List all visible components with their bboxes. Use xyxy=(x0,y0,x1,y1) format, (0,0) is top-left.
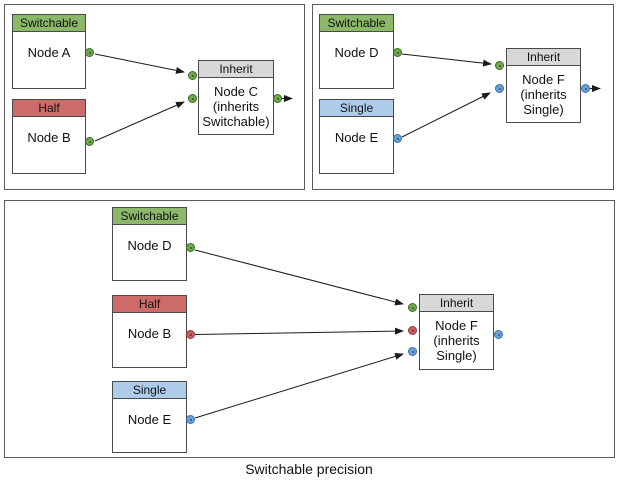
bottom-node-f-input-port-blue-icon xyxy=(408,347,417,356)
bottom-node-e-title: Node E xyxy=(127,412,172,427)
node-c-input-port-1-icon xyxy=(188,71,197,80)
node-e-header: Single xyxy=(320,100,393,117)
node-c-header: Inherit xyxy=(199,61,273,78)
node-c-input-port-2-icon xyxy=(188,94,197,103)
bottom-node-b-title: Node B xyxy=(127,326,172,341)
node-f-subtitle: (inherits Single) xyxy=(520,86,567,117)
node-a: Switchable Node A xyxy=(12,14,86,89)
bottom-node-d: Switchable Node D xyxy=(112,207,187,281)
bottom-node-f-header: Inherit xyxy=(420,295,493,312)
node-e: Single Node E xyxy=(319,99,394,174)
node-d-output-port-icon xyxy=(393,48,402,57)
node-f-input-port-blue-icon xyxy=(495,84,504,93)
panel-bottom xyxy=(4,200,615,458)
bottom-node-e-output-port-icon xyxy=(186,415,195,424)
node-d-title: Node D xyxy=(334,45,379,60)
figure-caption: Switchable precision xyxy=(245,461,373,477)
bottom-node-f-subtitle: (inherits Single) xyxy=(433,333,480,363)
node-e-title: Node E xyxy=(334,130,379,145)
node-b-title: Node B xyxy=(27,130,71,145)
node-e-output-port-icon xyxy=(393,134,402,143)
bottom-node-b-header: Half xyxy=(113,296,186,313)
bottom-node-f-output-port-icon xyxy=(494,330,503,339)
node-f-output-port-icon xyxy=(581,84,590,93)
bottom-node-d-header: Switchable xyxy=(113,208,186,225)
node-f: Inherit Node F (inherits Single) xyxy=(506,48,581,123)
node-d: Switchable Node D xyxy=(319,14,394,89)
bottom-node-d-title: Node D xyxy=(127,238,172,253)
node-f-input-port-green-icon xyxy=(495,61,504,70)
node-b-output-port-icon xyxy=(85,137,94,146)
bottom-node-d-output-port-icon xyxy=(186,243,195,252)
bottom-node-f: Inherit Node F (inherits Single) xyxy=(419,294,494,370)
node-a-output-port-icon xyxy=(85,48,94,57)
node-f-title: Node F xyxy=(522,71,565,87)
node-a-header: Switchable xyxy=(13,15,85,32)
node-c-title: Node C xyxy=(213,83,259,99)
node-b: Half Node B xyxy=(12,99,86,174)
bottom-node-f-input-port-green-icon xyxy=(408,303,417,312)
node-a-title: Node A xyxy=(27,45,71,60)
bottom-node-b: Half Node B xyxy=(112,295,187,368)
node-f-header: Inherit xyxy=(507,49,580,66)
bottom-node-b-output-port-icon xyxy=(186,330,195,339)
bottom-node-f-input-port-red-icon xyxy=(408,326,417,335)
bottom-node-e-header: Single xyxy=(113,382,186,399)
node-c-output-port-icon xyxy=(273,94,282,103)
node-d-header: Switchable xyxy=(320,15,393,32)
node-c: Inherit Node C (inherits Switchable) xyxy=(198,60,274,135)
node-c-subtitle: (inherits Switchable) xyxy=(202,98,270,129)
node-b-header: Half xyxy=(13,100,85,117)
bottom-node-f-title: Node F xyxy=(435,318,478,333)
bottom-node-e: Single Node E xyxy=(112,381,187,453)
